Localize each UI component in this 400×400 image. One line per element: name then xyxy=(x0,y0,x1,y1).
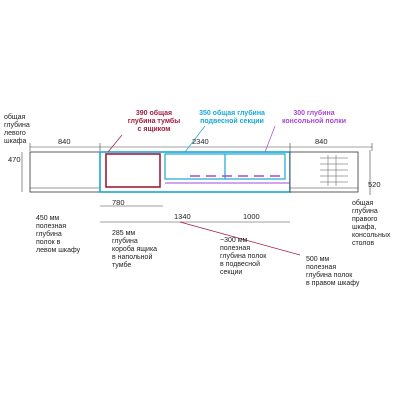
callout-line: 390 общая xyxy=(135,110,173,117)
note-line: глубина xyxy=(112,238,138,245)
note-line: ~300 мм xyxy=(220,237,248,244)
note-line: секции xyxy=(220,269,243,276)
console-depth-callout: 300 глубина консольной полки xyxy=(278,110,350,126)
right-cabinet xyxy=(289,151,359,193)
dim-left-height: 470 xyxy=(8,155,21,164)
callout-line: общая xyxy=(4,114,26,121)
note-line: 450 мм xyxy=(36,215,60,222)
leader-console xyxy=(264,125,276,153)
note-line: левом шкафу xyxy=(36,247,81,254)
callout-line: глубина тумбы xyxy=(127,118,181,125)
left-cabinet-depth-callout: общая глубина левого шкафа xyxy=(4,114,30,146)
dim-right-width: 840 xyxy=(315,137,328,146)
callout-line: общая xyxy=(352,200,374,207)
drawer-box-note: 285 мм глубина короба ящика в напольной … xyxy=(112,230,157,270)
note-line: глубина полок xyxy=(220,253,267,260)
note-line: в правом шкафу xyxy=(306,280,360,287)
leader-right-shelves xyxy=(179,221,301,256)
leader-lines xyxy=(107,125,301,256)
tumba-depth-callout: 390 общая глубина тумбы с ящиком xyxy=(122,110,186,134)
callout-line: левого xyxy=(4,130,26,137)
note-line: 285 мм xyxy=(112,230,136,237)
callout-line: глубина xyxy=(352,208,378,215)
left-cabinet xyxy=(29,151,101,193)
note-line: полезная xyxy=(36,223,67,230)
note-line: глубина xyxy=(36,231,62,238)
note-line: полок в xyxy=(36,239,61,246)
dim-tumba-width: 780 xyxy=(112,198,125,207)
callout-line: 350 общая глубина xyxy=(199,110,265,117)
dim-span-1340: 1340 xyxy=(174,212,191,221)
right-shelves-note: 500 мм полезная глубина полок в правом ш… xyxy=(306,256,359,288)
callout-line: консольных xyxy=(352,232,391,239)
callout-line: глубина xyxy=(4,122,30,129)
note-line: тумбе xyxy=(112,262,132,269)
hanging-shelves-note: ~300 мм полезная глубина полок в подвесн… xyxy=(220,237,266,277)
note-line: глубина полок xyxy=(306,272,353,279)
right-cabinet-depth-callout: общая глубина правого шкафа, консольных … xyxy=(352,200,390,248)
note-line: 500 мм xyxy=(306,256,330,263)
right-cabinet-hatch xyxy=(320,155,348,186)
note-line: полезная xyxy=(220,245,251,252)
callout-line: столов xyxy=(352,240,375,247)
leader-tumba xyxy=(107,134,123,153)
note-line: короба ящика xyxy=(112,246,158,253)
callout-line: шкафа, xyxy=(352,224,377,231)
callout-line: правого xyxy=(352,216,378,223)
note-line: в подвесной xyxy=(220,261,260,268)
left-shelves-note: 450 мм полезная глубина полок в левом шк… xyxy=(36,215,80,255)
callout-line: подвесной секции xyxy=(200,118,264,125)
center-outline xyxy=(99,151,291,193)
dimension-lines xyxy=(21,143,373,223)
note-line: в напольной xyxy=(112,254,153,261)
tumba-box xyxy=(105,153,161,188)
callout-line: консольной полки xyxy=(282,118,346,125)
callout-line: 300 глубина xyxy=(293,110,335,117)
dim-left-width: 840 xyxy=(58,137,71,146)
dim-span-1000: 1000 xyxy=(243,212,260,221)
leader-hanging xyxy=(184,125,206,153)
hanging-depth-callout: 350 общая глубина подвесной секции xyxy=(196,110,268,126)
callout-line: с ящиком xyxy=(137,126,171,133)
dim-right-height: 520 xyxy=(368,180,381,189)
callout-line: шкафа xyxy=(4,138,27,145)
dim-center-width: 2340 xyxy=(192,137,209,146)
note-line: полезная xyxy=(306,264,337,271)
